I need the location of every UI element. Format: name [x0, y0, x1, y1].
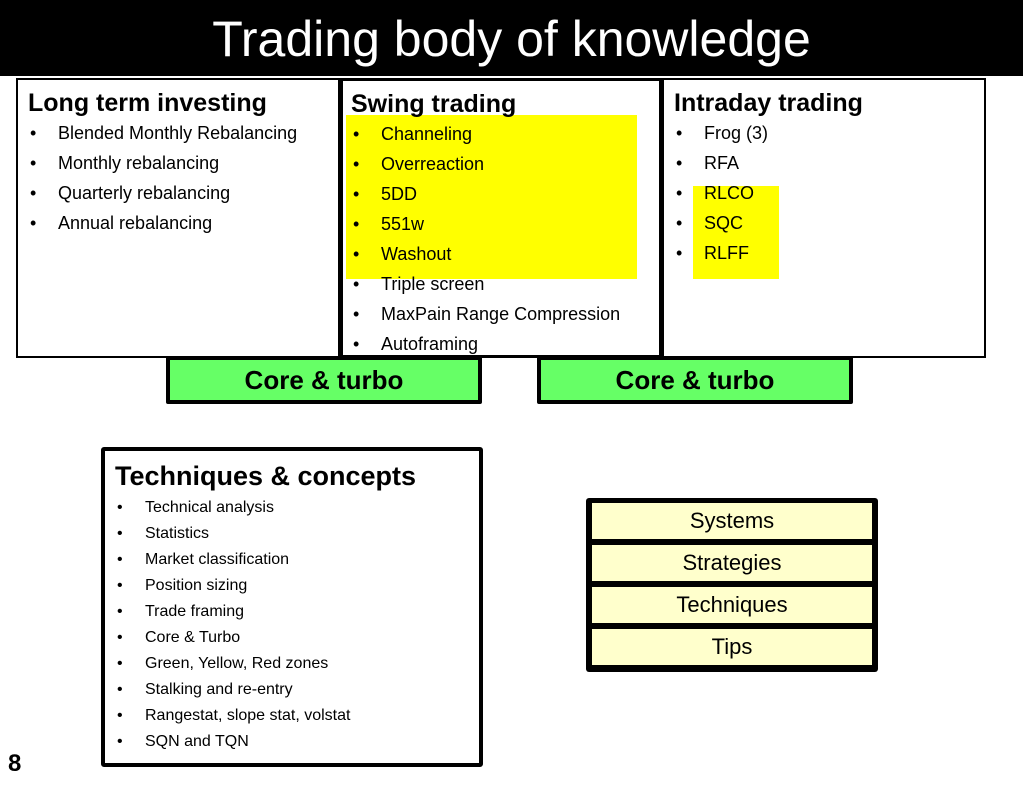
- hierarchy-stack: Systems Strategies Techniques Tips: [586, 498, 878, 672]
- list-item: •Core & Turbo: [117, 629, 241, 646]
- intraday-trading-box: Intraday trading •Frog (3) •RFA •RLCO •S…: [662, 78, 986, 358]
- long-term-heading: Long term investing: [28, 89, 267, 117]
- slide-title: Trading body of knowledge: [0, 0, 1023, 76]
- long-term-list: •Blended Monthly Rebalancing •Monthly re…: [28, 118, 338, 238]
- techniques-heading: Techniques & concepts: [115, 461, 417, 491]
- list-item: •Frog (3): [676, 123, 769, 143]
- list-item: •RLFF: [676, 243, 749, 263]
- techniques-list: •Technical analysis •Statistics •Market …: [115, 495, 479, 755]
- swing-heading: Swing trading: [351, 90, 517, 118]
- list-item: •SQC: [676, 213, 744, 233]
- list-item: •Rangestat, slope stat, volstat: [117, 707, 351, 724]
- stack-tips: Tips: [592, 629, 872, 665]
- swing-trading-box: Swing trading •Channeling •Overreaction …: [340, 78, 662, 358]
- stack-systems: Systems: [592, 503, 872, 539]
- list-item: •Stalking and re-entry: [117, 681, 293, 698]
- intraday-heading: Intraday trading: [674, 89, 863, 117]
- page-number: 8: [8, 750, 22, 777]
- list-item: •RLCO: [676, 183, 755, 203]
- list-item: •Channeling: [353, 124, 473, 144]
- list-item: •Quarterly rebalancing: [30, 183, 231, 203]
- swing-highlight: [346, 115, 637, 279]
- list-item: •Position sizing: [117, 577, 248, 594]
- list-item: •Monthly rebalancing: [30, 153, 220, 173]
- intraday-list: •Frog (3) •RFA •RLCO •SQC •RLFF: [674, 118, 984, 268]
- list-item: •Trade framing: [117, 603, 244, 620]
- long-term-investing-box: Long term investing •Blended Monthly Reb…: [16, 78, 340, 358]
- list-item: •Overreaction: [353, 154, 485, 174]
- list-item: •Technical analysis: [117, 499, 274, 516]
- techniques-concepts-box: Techniques & concepts •Technical analysi…: [101, 447, 483, 767]
- list-item: •Autoframing: [353, 334, 479, 354]
- swing-list: •Channeling •Overreaction •5DD •551w •Wa…: [351, 119, 659, 355]
- stack-techniques: Techniques: [592, 587, 872, 623]
- core-turbo-left: Core & turbo: [166, 356, 482, 404]
- list-item: •MaxPain Range Compression: [353, 304, 621, 324]
- list-item: •551w: [353, 214, 425, 234]
- list-item: •Market classification: [117, 551, 290, 568]
- list-item: •RFA: [676, 153, 740, 173]
- core-turbo-right: Core & turbo: [537, 356, 853, 404]
- list-item: •Triple screen: [353, 274, 485, 294]
- list-item: •5DD: [353, 184, 418, 204]
- list-item: •Washout: [353, 244, 452, 264]
- list-item: •SQN and TQN: [117, 733, 249, 750]
- stack-strategies: Strategies: [592, 545, 872, 581]
- list-item: •Statistics: [117, 525, 210, 542]
- list-item: •Blended Monthly Rebalancing: [30, 123, 298, 143]
- list-item: •Annual rebalancing: [30, 213, 213, 233]
- intraday-highlight: [693, 186, 779, 279]
- list-item: •Green, Yellow, Red zones: [117, 655, 329, 672]
